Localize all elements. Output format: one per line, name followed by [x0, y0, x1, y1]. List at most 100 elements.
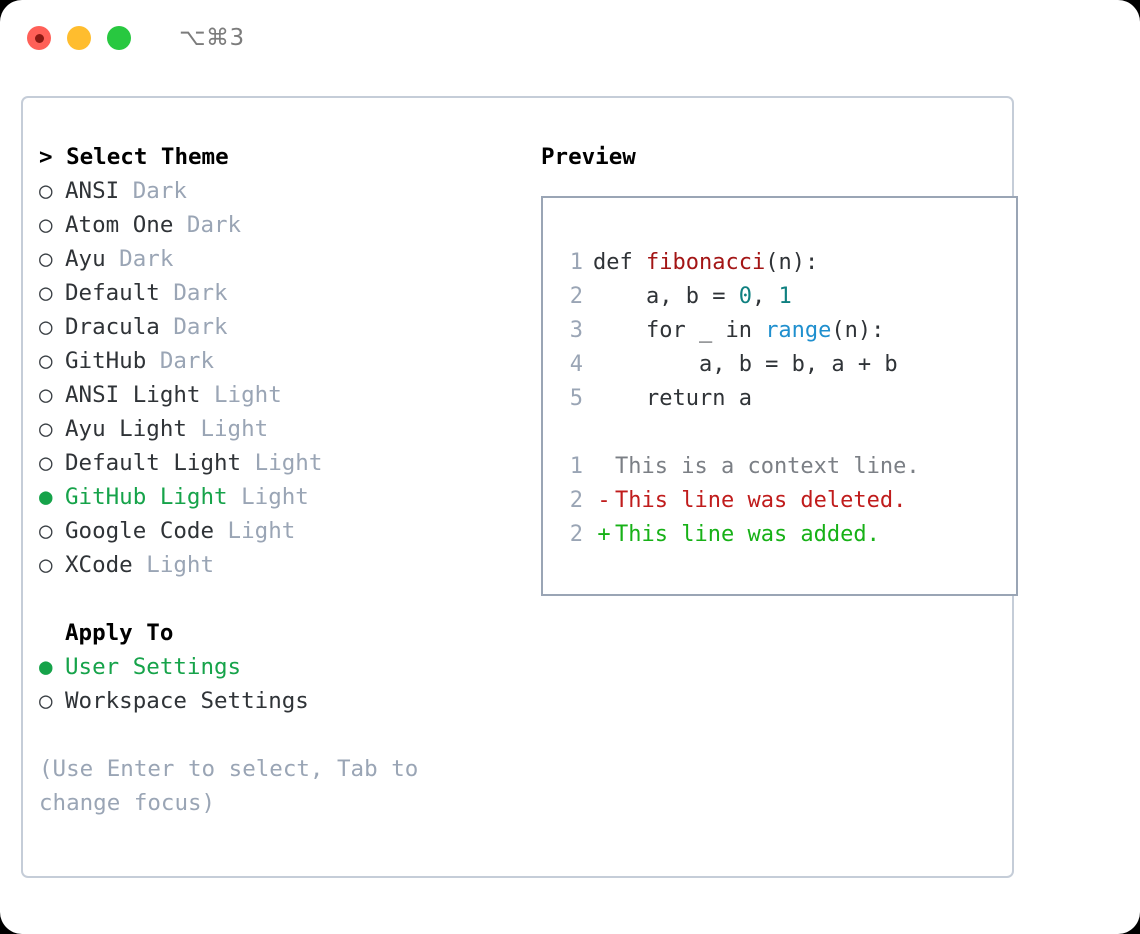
- radio-unselected-icon: ○: [39, 314, 53, 340]
- theme-name: GitHub Light: [65, 484, 228, 510]
- preview-heading: Preview: [541, 144, 636, 170]
- zoom-button[interactable]: [107, 26, 131, 50]
- hint-line-1: (Use Enter to select, Tab to: [39, 756, 419, 782]
- apply-to-option[interactable]: ○ Workspace Settings: [39, 684, 504, 718]
- code-line-number: 4: [569, 352, 583, 377]
- theme-list-item[interactable]: ●GitHub Light Light: [39, 480, 504, 514]
- title-bar: ⌥⌘3: [0, 0, 1140, 76]
- theme-name: ANSI Light: [65, 382, 201, 408]
- code-token: a, b =: [593, 284, 739, 309]
- code-line-number: 2: [569, 284, 583, 309]
- theme-category-tag: Light: [132, 552, 215, 578]
- code-token: a, b = b, a + b: [593, 352, 898, 377]
- theme-list-item[interactable]: ○ Dracula Dark: [39, 310, 504, 344]
- theme-list-item[interactable]: ○ ANSI Dark: [39, 174, 504, 208]
- hint-line-2: change focus): [39, 790, 216, 816]
- code-token: ,: [751, 284, 779, 309]
- theme-category-tag: Dark: [159, 314, 228, 340]
- theme-name: Dracula: [65, 314, 160, 340]
- radio-unselected-icon: ○: [39, 518, 53, 544]
- close-button[interactable]: [27, 26, 51, 50]
- theme-name: GitHub: [65, 348, 147, 374]
- radio-unselected-icon: ○: [39, 246, 53, 272]
- theme-list-item[interactable]: ○ Google Code Light: [39, 514, 504, 548]
- diff-text: This line was deleted.: [615, 488, 907, 513]
- code-line: 4 a, b = b, a + b: [557, 348, 1016, 382]
- theme-name: Ayu Light: [65, 416, 187, 442]
- theme-list-item[interactable]: ○Default Light Light: [39, 446, 504, 480]
- theme-category-tag: Light: [186, 416, 269, 442]
- apply-to-heading-label: Apply To: [65, 620, 174, 646]
- diff-line: 2-This line was deleted.: [557, 484, 1016, 518]
- diff-line: 1 This is a context line.: [557, 450, 1016, 484]
- diff-line-number: 2: [569, 522, 583, 547]
- apply-to-option[interactable]: ●User Settings: [39, 650, 504, 684]
- diff-sample: 1 This is a context line.2-This line was…: [557, 450, 1016, 552]
- theme-list-item[interactable]: ○ Atom One Dark: [39, 208, 504, 242]
- theme-category-tag: Light: [227, 484, 309, 510]
- code-token: def: [593, 250, 646, 275]
- theme-category-tag: Dark: [119, 178, 187, 204]
- diff-marker: -: [597, 488, 611, 513]
- main-panel: > Select Theme ○ANSI Dark○Atom One Dark○…: [21, 96, 1018, 878]
- theme-name: XCode: [65, 552, 133, 578]
- theme-list-item[interactable]: ○ GitHub Dark: [39, 344, 504, 378]
- theme-category-tag: Dark: [159, 280, 228, 306]
- radio-unselected-icon: ○: [39, 552, 53, 578]
- theme-list-item[interactable]: ○ XCode Light: [39, 548, 504, 582]
- diff-spacer: [557, 416, 1016, 450]
- code-token: fibonacci: [645, 250, 766, 275]
- theme-category-tag: Light: [214, 518, 296, 544]
- code-token: 1: [778, 284, 792, 309]
- theme-category-tag: Dark: [146, 348, 215, 374]
- code-line: 3 for _ in range(n):: [557, 314, 1016, 348]
- code-token: (n):: [765, 250, 819, 275]
- radio-selected-icon: ●: [39, 654, 53, 680]
- diff-line-number: 1: [569, 454, 583, 479]
- diff-line: 2 +This line was added.: [557, 518, 1016, 552]
- hint-spacer: [39, 718, 504, 752]
- prompt-caret: >: [39, 144, 67, 170]
- code-line-number: 3: [569, 318, 583, 343]
- theme-name: Google Code: [65, 518, 215, 544]
- diff-marker: [593, 450, 615, 484]
- theme-list-item[interactable]: ○ Ayu Dark: [39, 242, 504, 276]
- traffic-lights: [27, 26, 131, 50]
- code-line-number: 1: [569, 250, 583, 275]
- minimize-button[interactable]: [67, 26, 91, 50]
- code-line-number: 5: [569, 386, 583, 411]
- theme-name: Default: [65, 280, 160, 306]
- diff-text: This is a context line.: [615, 454, 920, 479]
- radio-unselected-icon: ○: [39, 212, 53, 238]
- diff-text: This line was added.: [615, 522, 880, 547]
- code-line: 5 return a: [557, 382, 1016, 416]
- radio-unselected-icon: ○: [39, 416, 53, 442]
- theme-name: Ayu: [65, 246, 106, 272]
- radio-unselected-icon: ○: [39, 688, 53, 714]
- code-line: 2 a, b = 0, 1: [557, 280, 1016, 314]
- theme-category-tag: Dark: [173, 212, 242, 238]
- theme-name: Atom One: [65, 212, 174, 238]
- radio-unselected-icon: ○: [39, 450, 53, 476]
- theme-category-tag: Dark: [105, 246, 174, 272]
- theme-name: ANSI: [65, 178, 120, 204]
- theme-list-item[interactable]: ○ANSI Light Light: [39, 378, 504, 412]
- code-token: return a: [593, 386, 752, 411]
- select-theme-heading: > Select Theme: [39, 140, 504, 174]
- theme-list-item[interactable]: ○Default Dark: [39, 276, 504, 310]
- apply-to-heading-indent: [39, 616, 65, 650]
- radio-unselected-icon: ○: [39, 178, 53, 204]
- radio-unselected-icon: ○: [39, 382, 53, 408]
- apply-to-option-label: Workspace Settings: [65, 688, 309, 714]
- theme-list: ○ANSI Dark○Atom One Dark○Ayu Dark○Defaul…: [39, 174, 504, 582]
- section-spacer: [39, 582, 504, 616]
- radio-unselected-icon: ○: [39, 348, 53, 374]
- theme-list-item[interactable]: ○ Ayu Light Light: [39, 412, 504, 446]
- diff-marker: +: [597, 522, 611, 547]
- theme-name: Default Light: [65, 450, 242, 476]
- select-theme-heading-label: Select Theme: [66, 144, 229, 170]
